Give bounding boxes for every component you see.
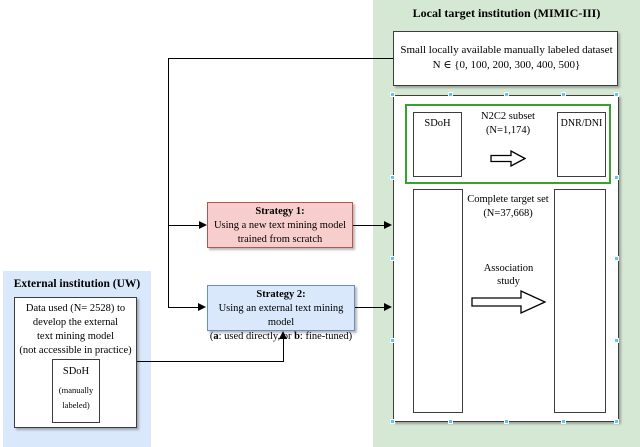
n2c2-hollow-arrow-right-icon (490, 150, 526, 167)
n2c2-sdoh-label: SDoH (424, 118, 451, 129)
selection-handle[interactable] (448, 92, 453, 97)
connector-strategy1-to-target (353, 225, 385, 226)
connector-external-vertical (283, 338, 284, 362)
strategy2-line2: (a: used directly, or b: fine-tuned) (209, 331, 353, 342)
association-study-label: Association study (456, 262, 561, 288)
arrowhead-right-icon (384, 303, 392, 311)
external-data-line3: text mining model (37, 331, 114, 342)
external-data-box: Data used (N= 2528) to develop the exter… (14, 297, 137, 428)
selection-handle[interactable] (614, 92, 619, 97)
arrowhead-right-icon (199, 221, 207, 229)
connector-left-vertical (168, 58, 169, 308)
selection-handle[interactable] (561, 92, 566, 97)
selection-handle[interactable] (561, 419, 566, 424)
selection-handle[interactable] (614, 175, 619, 180)
selection-handle[interactable] (614, 419, 619, 424)
selection-handle[interactable] (448, 419, 453, 424)
external-data-line2: develop the external (32, 317, 119, 328)
external-sdoh-sub1: (manually (58, 385, 94, 395)
small-dataset-box: Small locally available manually labeled… (393, 31, 618, 86)
connector-top-horizontal (168, 58, 393, 59)
selection-handle[interactable] (504, 92, 509, 97)
external-sdoh-sub: (manually labeled) (53, 383, 99, 413)
selection-handle[interactable] (390, 92, 395, 97)
small-dataset-line2: N ∈ {0, 100, 200, 300, 400, 500} (432, 59, 581, 71)
arrowhead-right-icon (198, 303, 206, 311)
strategy1-title: Strategy 1: (255, 206, 305, 217)
external-data-line4: (not accessible in practice) (19, 345, 132, 356)
selection-handle[interactable] (614, 256, 619, 261)
selection-handle[interactable] (614, 338, 619, 343)
strategy1-box: Strategy 1: Using a new text mining mode… (207, 202, 353, 248)
strategy1-line2: trained from scratch (237, 234, 323, 245)
connector-external-horizontal (137, 361, 284, 362)
complete-target-line2: (N=37,668) (483, 208, 533, 219)
selection-handle[interactable] (390, 419, 395, 424)
external-sdoh-box: SDoH (manually labeled) (52, 359, 100, 423)
small-dataset-line1: Small locally available manually labeled… (400, 44, 613, 56)
connector-strategy2-to-target (355, 307, 385, 308)
strategy1-line1: Using a new text mining model (213, 220, 347, 231)
association-hollow-arrow-right-icon (471, 290, 546, 314)
n2c2-subset-line2: (N=1,174) (485, 125, 531, 136)
small-dataset-text: Small locally available manually labeled… (394, 43, 619, 73)
complete-left-box (413, 189, 463, 413)
external-data-text: Data used (N= 2528) to develop the exter… (15, 302, 136, 358)
strategy2-title: Strategy 2: (256, 289, 306, 300)
n2c2-subset-line1: N2C2 subset (481, 111, 535, 122)
external-sdoh-sub2: labeled) (62, 400, 90, 410)
connector-to-strategy2 (168, 307, 199, 308)
selection-handle[interactable] (390, 175, 395, 180)
strategy2-line1: Using an external text mining model (218, 303, 344, 328)
arrowhead-right-icon (384, 221, 392, 229)
strategy2-box: Strategy 2: Using an external text minin… (207, 285, 355, 342)
external-institution-title: External institution (UW) (13, 278, 141, 290)
external-sdoh-title: SDoH (62, 366, 90, 377)
external-data-line1: Data used (N= 2528) to (25, 303, 126, 314)
connector-to-strategy1 (168, 225, 200, 226)
selection-handle[interactable] (390, 338, 395, 343)
complete-right-box (554, 189, 606, 413)
association-line2: study (497, 276, 520, 287)
n2c2-subset-rect (405, 104, 611, 184)
n2c2-subset-label: N2C2 subset (N=1,174) (464, 110, 552, 138)
association-line1: Association (483, 263, 534, 274)
selection-handle[interactable] (390, 256, 395, 261)
complete-target-label: Complete target set (N=37,668) (448, 193, 568, 221)
target-set-box: SDoH N2C2 subset (N=1,174) DNR/DNI Compl… (393, 95, 619, 422)
local-institution-title: Local target institution (MIMIC-III) (412, 6, 601, 20)
n2c2-dnr-label: DNR/DNI (560, 118, 603, 129)
arrowhead-up-icon (279, 331, 287, 339)
complete-target-line1: Complete target set (467, 194, 549, 205)
n2c2-sdoh-box: SDoH (413, 112, 462, 177)
selection-handle[interactable] (504, 419, 509, 424)
n2c2-dnr-box: DNR/DNI (557, 112, 606, 177)
